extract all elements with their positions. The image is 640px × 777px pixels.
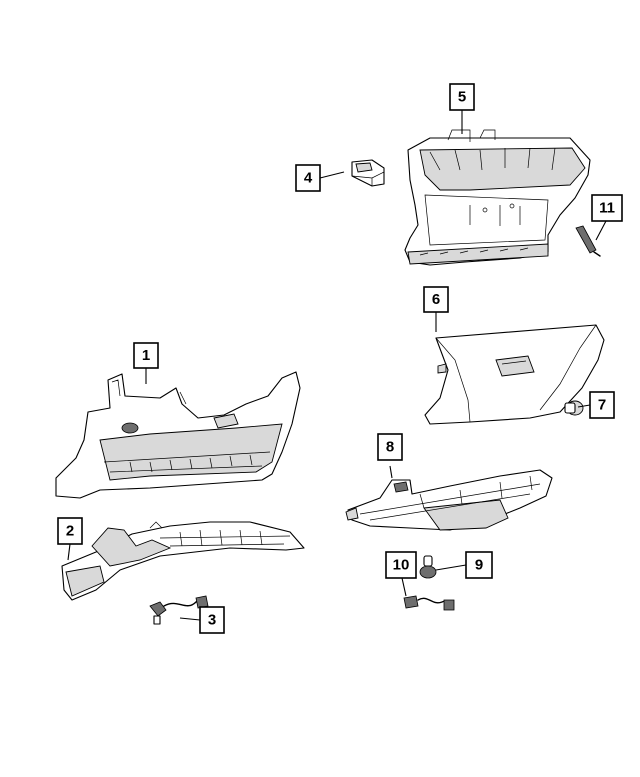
part-3-wiring-harness [149, 595, 209, 625]
leader-lines [67, 110, 607, 621]
callout-8-label: 8 [386, 439, 394, 456]
part-6-glove-box-door [424, 324, 605, 425]
part-2-lower-panel [61, 521, 305, 601]
part-11-damper-strap [575, 225, 601, 257]
part-5-glove-box-bin [404, 129, 591, 266]
callout-11: 11 [591, 194, 623, 222]
callout-7-label: 7 [598, 397, 606, 414]
callout-11-label: 11 [599, 200, 615, 217]
callout-8: 8 [377, 433, 403, 461]
callout-3: 3 [199, 606, 225, 634]
callout-1: 1 [133, 342, 159, 369]
callout-4-label: 4 [304, 170, 313, 187]
callout-3-label: 3 [208, 612, 216, 629]
callout-9: 9 [465, 551, 493, 579]
part-9-bulb-socket [419, 555, 437, 579]
callout-6-label: 6 [432, 291, 440, 308]
callout-9-label: 9 [475, 557, 483, 574]
part-10-lamp-harness [403, 595, 455, 611]
part-7-bumper [564, 400, 584, 416]
callout-6: 6 [423, 286, 449, 313]
callout-2-label: 2 [66, 523, 74, 540]
callout-10: 10 [385, 551, 417, 579]
callout-1-label: 1 [142, 347, 150, 364]
callout-2: 2 [57, 517, 83, 545]
part-8-lower-trim [345, 469, 553, 531]
callout-10-label: 10 [393, 557, 410, 574]
part-4-latch-striker [351, 159, 385, 187]
callout-5-label: 5 [458, 89, 466, 106]
callout-5: 5 [449, 83, 475, 111]
callout-7: 7 [589, 391, 615, 419]
part-1-lower-bezel [55, 371, 301, 499]
callout-4: 4 [295, 164, 321, 192]
